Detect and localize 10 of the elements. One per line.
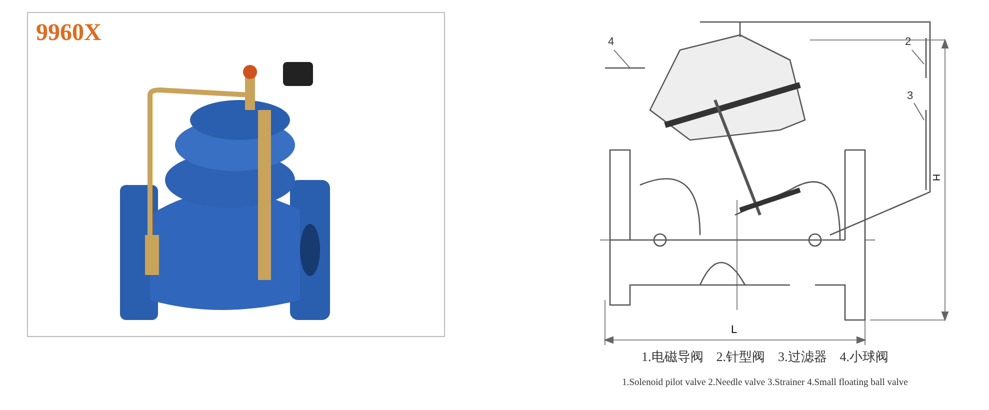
parts-legend-text: 1.Solenoid pilot valve 2.Needle valve 3.Strainer 4.Small floating ball valve (621, 378, 909, 388)
model-number: 9960X (36, 20, 102, 47)
callout-number: 3 (907, 90, 914, 102)
leader-line (614, 50, 630, 68)
callout-number: 4 (608, 36, 614, 48)
dimension-label: L (731, 324, 738, 336)
leader-line (914, 102, 924, 120)
parts-legend-text: 1.电磁导阀 2.针型阀 3.过滤器 4.小球阀 (640, 348, 890, 366)
dimension-label: H (930, 174, 942, 182)
leader-line (912, 50, 924, 64)
